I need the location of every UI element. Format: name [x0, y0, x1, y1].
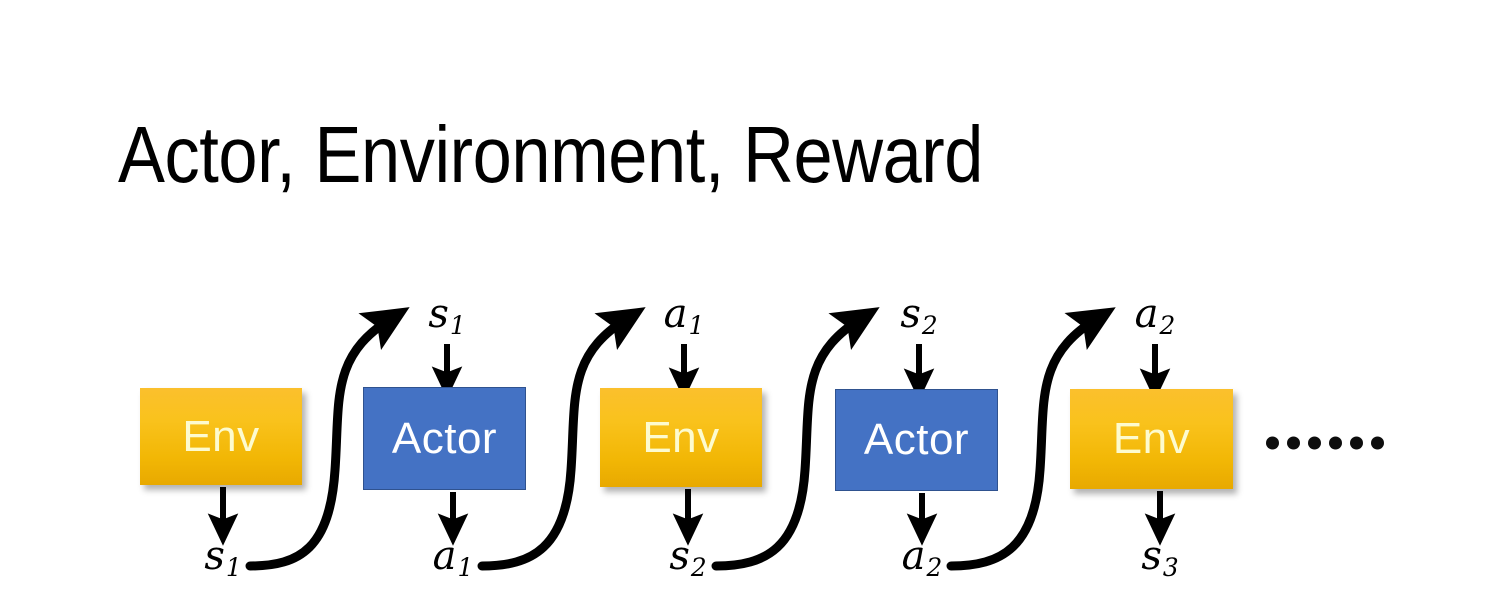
label-subscript: 1 — [688, 310, 705, 340]
page-title: Actor, Environment, Reward — [118, 110, 984, 199]
label-subscript: 3 — [1162, 552, 1179, 582]
top-label-top-s2: s2 — [900, 294, 937, 346]
ellipsis-indicator — [1266, 436, 1384, 450]
label-base: s — [1141, 533, 1162, 580]
label-subscript: 2 — [690, 552, 707, 582]
node-env2[interactable]: Env — [600, 388, 762, 487]
node-actor2[interactable]: Actor — [835, 389, 998, 491]
label-subscript: 2 — [926, 552, 943, 582]
node-label: Env — [182, 411, 260, 461]
node-label: Env — [642, 412, 720, 462]
top-label-top-a2: a2 — [1135, 294, 1176, 346]
label-base: a — [663, 291, 688, 338]
bottom-label-bot-s2: s2 — [669, 536, 706, 588]
ellipsis-dot — [1329, 436, 1342, 450]
label-base: s — [900, 291, 921, 338]
bottom-label-bot-s3: s3 — [1141, 536, 1178, 588]
label-base: a — [432, 533, 457, 580]
label-subscript: 1 — [225, 552, 242, 582]
top-label-top-s1: s1 — [428, 294, 465, 346]
label-subscript: 1 — [449, 310, 466, 340]
bottom-label-bot-a2: a2 — [902, 536, 943, 588]
node-env3[interactable]: Env — [1070, 389, 1233, 489]
ellipsis-dot — [1266, 436, 1279, 450]
ellipsis-dot — [1350, 436, 1363, 450]
node-env1[interactable]: Env — [140, 388, 302, 485]
top-label-top-a1: a1 — [664, 294, 705, 346]
label-base: a — [1134, 291, 1159, 338]
node-label: Env — [1112, 414, 1191, 463]
node-label: Actor — [863, 415, 970, 464]
bottom-label-bot-a1: a1 — [433, 536, 474, 588]
label-base: s — [204, 533, 225, 580]
ellipsis-dot — [1287, 436, 1300, 450]
bottom-label-bot-s1: s1 — [204, 536, 241, 588]
ellipsis-dot — [1308, 436, 1321, 450]
ellipsis-dot — [1371, 436, 1384, 450]
node-actor1[interactable]: Actor — [363, 387, 526, 490]
node-label: Actor — [391, 413, 498, 463]
label-base: s — [428, 291, 449, 338]
label-subscript: 1 — [457, 552, 474, 582]
label-base: s — [669, 533, 690, 580]
label-subscript: 2 — [1159, 310, 1176, 340]
label-base: a — [901, 533, 926, 580]
label-subscript: 2 — [921, 310, 938, 340]
